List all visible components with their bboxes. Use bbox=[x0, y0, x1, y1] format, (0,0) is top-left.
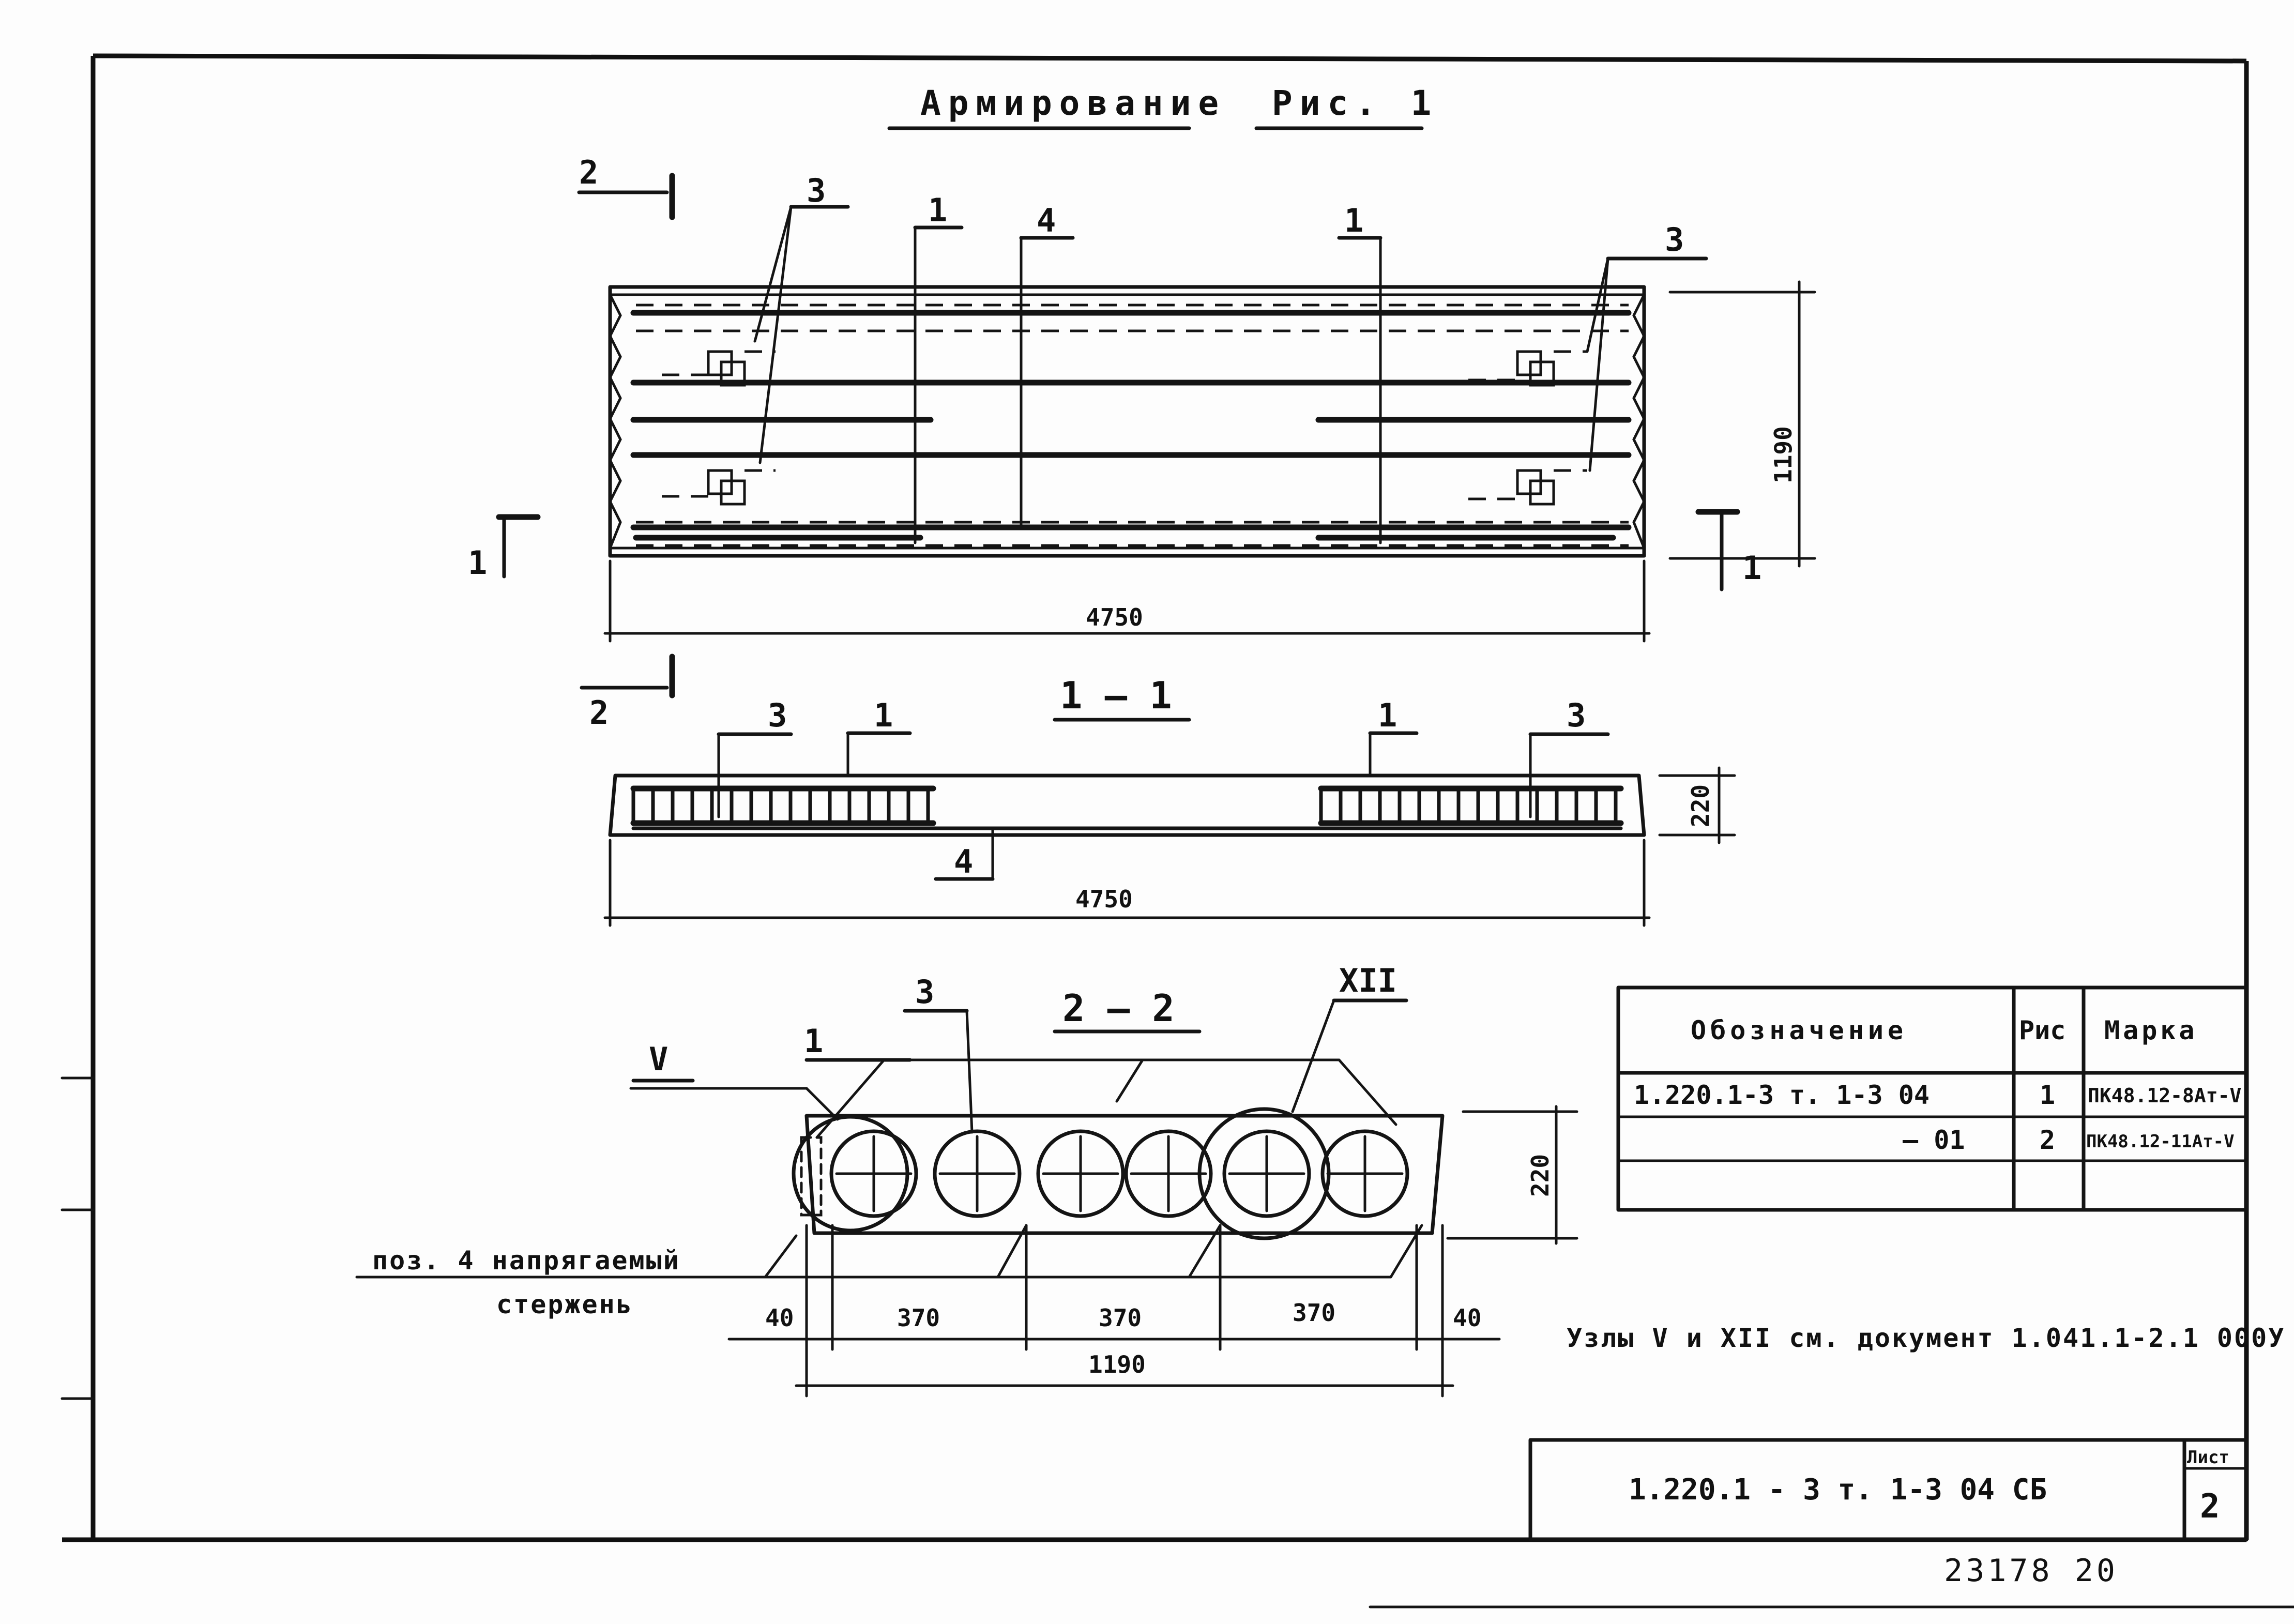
callout-1: 1 bbox=[1344, 202, 1363, 239]
leader-line bbox=[805, 1087, 839, 1121]
table-header: Рис bbox=[2019, 1015, 2065, 1045]
title-block: 1.220.1 - 3 т. 1-3 04 СБ Лист 2 bbox=[1528, 1438, 2249, 1542]
figure-label: Рис. 1 bbox=[1272, 83, 1438, 123]
node-v-circle bbox=[792, 1115, 909, 1233]
slab-cross-section bbox=[804, 1114, 1445, 1235]
callout-3: 3 bbox=[807, 172, 826, 209]
node-xii-circle bbox=[1197, 1107, 1331, 1240]
dim-length: 4750 bbox=[1086, 603, 1143, 631]
dim-height: 220 bbox=[1687, 784, 1714, 827]
node-label-xii: XII bbox=[1339, 962, 1397, 999]
dim-length: 4750 bbox=[1075, 885, 1133, 913]
section-label-1: 1 bbox=[1742, 549, 1761, 587]
section-2-2: 2 — 2 V 1 3 XII поз. 4 напрягаемый стерж… bbox=[355, 962, 1578, 1398]
lifting-loop-icon bbox=[1468, 350, 1587, 387]
dim-seg: 40 bbox=[1453, 1304, 1481, 1332]
callout-3: 3 bbox=[1567, 696, 1586, 734]
dim-seg: 370 bbox=[1293, 1299, 1335, 1327]
lift-loop-side bbox=[800, 1136, 823, 1217]
dim-seg: 40 bbox=[765, 1304, 794, 1332]
callout-1: 1 bbox=[1378, 696, 1397, 734]
table-header: Марка bbox=[2104, 1015, 2198, 1045]
note-tension-rod-2: стержень bbox=[496, 1289, 633, 1319]
leader-line bbox=[758, 205, 793, 464]
hollow-core bbox=[1222, 1129, 1311, 1218]
callout-3: 3 bbox=[1665, 221, 1684, 259]
leader-line bbox=[996, 1224, 1028, 1279]
stamp-sheet-number: 2 bbox=[2200, 1488, 2220, 1526]
hollow-core bbox=[1124, 1129, 1213, 1218]
section-1-1: 1 — 1 2 3 1 1 3 4 4750 220 bbox=[580, 654, 1736, 927]
leader-line bbox=[1586, 257, 1609, 353]
leader-line bbox=[965, 1009, 974, 1134]
table-cell: 1.220.1-3 т. 1-3 04 bbox=[1634, 1080, 1930, 1110]
stamp-border bbox=[1528, 1438, 2249, 1542]
node-label-v: V bbox=[649, 1040, 668, 1078]
table-cell: ПК48.12-8Ат-V bbox=[2088, 1084, 2241, 1107]
hollow-core bbox=[933, 1129, 1022, 1218]
table-cell: ПК48.12-11Ат-V bbox=[2086, 1131, 2235, 1152]
reference-note: Узлы V и XII см. документ 1.041.1-2.1 00… bbox=[1567, 1323, 2285, 1353]
callout-4: 4 bbox=[1037, 202, 1056, 239]
note-tension-rod: поз. 4 напрягаемый bbox=[372, 1246, 680, 1276]
slab-end-left bbox=[609, 293, 622, 550]
slab-profile bbox=[608, 773, 1646, 837]
dim-seg: 370 bbox=[897, 1304, 940, 1332]
hollow-core bbox=[1320, 1129, 1409, 1218]
callout-1: 1 bbox=[874, 696, 893, 734]
stirrups bbox=[1319, 786, 1618, 825]
spec-table: Обозначение Рис Марка 1.220.1-3 т. 1-3 0… bbox=[1616, 985, 2249, 1212]
callout-3: 3 bbox=[915, 973, 934, 1011]
hollow-core bbox=[1036, 1129, 1125, 1218]
table-cell: 1 bbox=[2040, 1080, 2055, 1110]
callout-1: 1 bbox=[804, 1022, 823, 1060]
table-border bbox=[1616, 985, 2249, 1212]
table-header: Обозначение bbox=[1691, 1015, 1907, 1045]
slab-end-right bbox=[1632, 293, 1646, 550]
callout-1: 1 bbox=[928, 191, 947, 229]
dim-seg: 370 bbox=[1099, 1304, 1142, 1332]
stirrups bbox=[631, 786, 930, 825]
leader-line bbox=[753, 205, 793, 343]
hollow-cores bbox=[829, 1129, 1409, 1218]
leader-line bbox=[1588, 257, 1609, 472]
stamp-code: 1.220.1 - 3 т. 1-3 04 СБ bbox=[1629, 1473, 2047, 1507]
callout-4: 4 bbox=[954, 843, 973, 881]
stamp-sheet-label: Лист bbox=[2187, 1447, 2229, 1468]
dim-height: 220 bbox=[1526, 1154, 1554, 1197]
lifting-loop-icon bbox=[1468, 469, 1587, 506]
archive-number: 23178 20 bbox=[1944, 1553, 2118, 1589]
table-cell: 2 bbox=[2040, 1125, 2055, 1155]
section-label-2: 2 bbox=[579, 154, 598, 191]
lifting-loop-icon bbox=[662, 350, 776, 387]
section-title: 2 — 2 bbox=[1062, 986, 1175, 1030]
plan-view: 3 1 4 1 3 2 1 1 4750 1190 bbox=[468, 154, 1816, 643]
leader-line bbox=[764, 1234, 798, 1279]
leader-line bbox=[1188, 1224, 1222, 1279]
table-cell: — 01 bbox=[1903, 1125, 1965, 1155]
section-title: 1 — 1 bbox=[1060, 674, 1172, 717]
callout-3: 3 bbox=[768, 696, 787, 734]
leader-line bbox=[1338, 1058, 1397, 1126]
dim-total: 1190 bbox=[1088, 1350, 1146, 1378]
section-label-2: 2 bbox=[589, 694, 609, 732]
hollow-core bbox=[829, 1129, 918, 1218]
leader-line bbox=[815, 1058, 886, 1139]
drawing-title: Армирование bbox=[920, 83, 1226, 123]
leader-line bbox=[1291, 999, 1335, 1113]
leader-line bbox=[1115, 1058, 1144, 1103]
dim-width: 1190 bbox=[1769, 426, 1797, 483]
section-label-1: 1 bbox=[468, 544, 487, 582]
lifting-loop-icon bbox=[662, 469, 776, 506]
frame-top bbox=[93, 53, 2247, 64]
